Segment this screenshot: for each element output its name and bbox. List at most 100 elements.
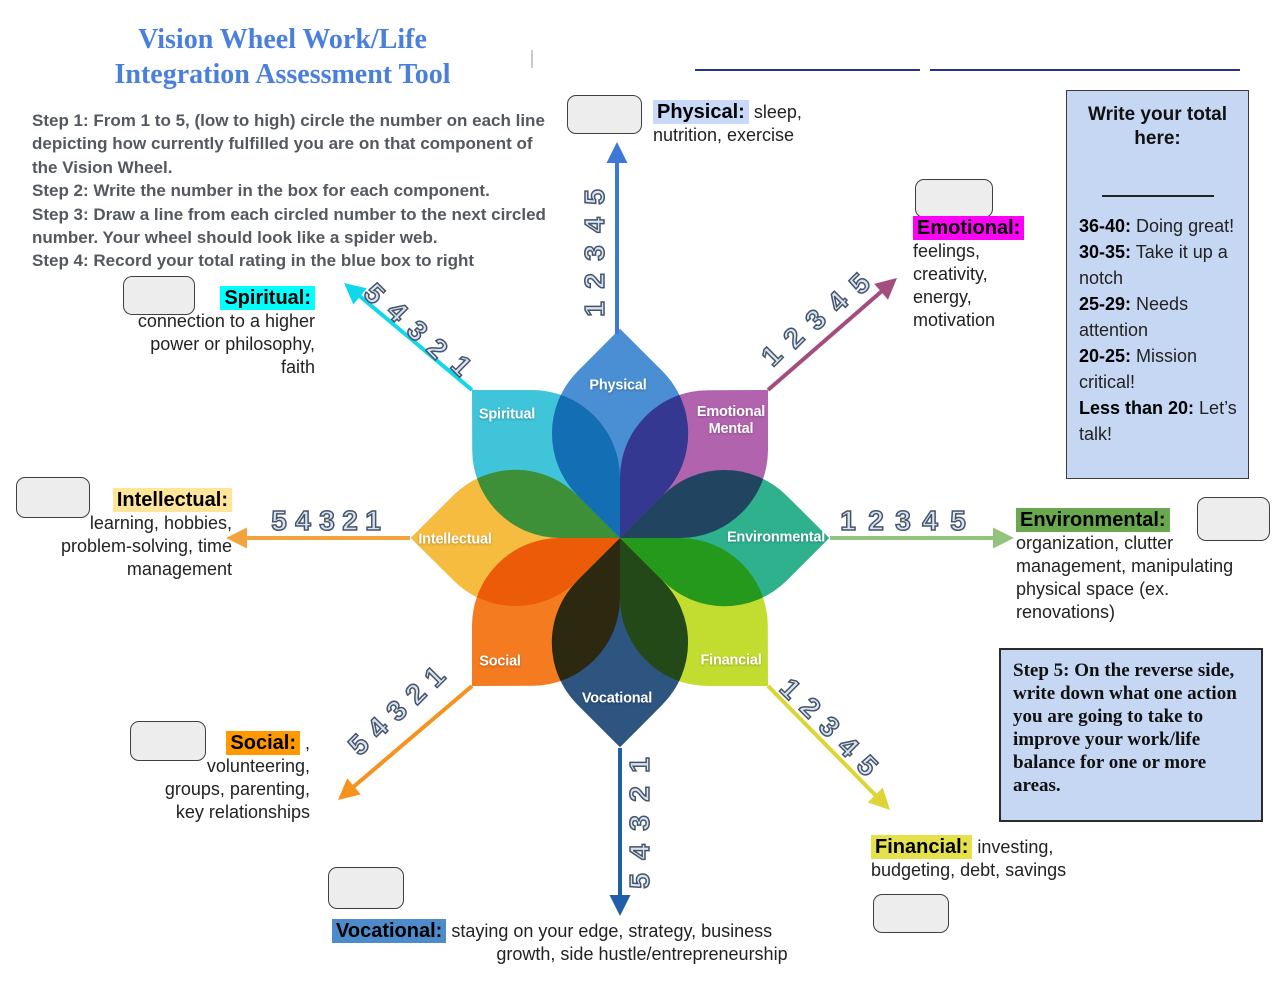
physical-rating-4[interactable]: 4	[578, 216, 611, 233]
physical-heading: Physical:	[653, 100, 749, 124]
environmental-rating-5[interactable]: 5	[949, 504, 966, 537]
vocational-answer-box[interactable]	[328, 867, 404, 909]
intellectual-rating-4[interactable]: 4	[294, 504, 311, 537]
page-title: Vision Wheel Work/Life Integration Asses…	[55, 22, 510, 92]
name-blank-line[interactable]	[695, 69, 920, 71]
score-box-heading: Write your total here:	[1088, 104, 1227, 149]
total-score-box: Write your total here: 36-40: Doing grea…	[1066, 90, 1249, 479]
vocational-heading: Vocational:	[332, 919, 447, 943]
spiritual-answer-box[interactable]	[123, 276, 195, 315]
social-answer-box[interactable]	[130, 721, 206, 761]
vocational-rating-5[interactable]: 5	[623, 872, 656, 889]
step-1-text: Step 1: From 1 to 5, (low to high) circl…	[32, 111, 545, 177]
financial-rating-1[interactable]: 1	[773, 671, 807, 706]
emotional-answer-box[interactable]	[915, 179, 993, 218]
score-range-item: 20-25: Mission critical!	[1079, 343, 1239, 395]
physical-rating-3[interactable]: 3	[578, 244, 611, 261]
vocational-rating-2[interactable]: 2	[623, 785, 656, 802]
financial-rating-2[interactable]: 2	[793, 690, 827, 725]
petal-label-financial: Financial	[700, 652, 762, 669]
environmental-rating-4[interactable]: 4	[921, 504, 938, 537]
financial-rating-4[interactable]: 4	[831, 729, 865, 764]
score-ranges-list: 36-40: Doing great!30-35: Take it up a n…	[1079, 213, 1239, 447]
intellectual-answer-box[interactable]	[16, 477, 90, 518]
petal-label-emotional-mental: Emotional Mental	[696, 404, 766, 437]
step-2-text: Step 2: Write the number in the box for …	[32, 181, 490, 201]
petal-label-spiritual: Spiritual	[478, 406, 536, 423]
emotional-rating-1[interactable]: 1	[754, 338, 789, 373]
step-4-text: Step 4: Record your total rating in the …	[32, 251, 475, 271]
date-blank-line[interactable]	[930, 69, 1240, 71]
vocational-label-block: Vocational: staying on your edge, strate…	[332, 919, 862, 943]
step-5-box: Step 5: On the reverse side, write down …	[999, 648, 1263, 822]
axis-arrowhead-emotional	[874, 278, 897, 300]
emotional-rating-3[interactable]: 3	[798, 302, 833, 337]
axis-arrowhead-social	[338, 778, 361, 800]
vocational-rating-3[interactable]: 3	[623, 814, 656, 831]
spiritual-rating-4[interactable]: 4	[380, 294, 414, 329]
page-title-line1: Vision Wheel Work/Life	[138, 24, 427, 55]
environmental-rating-3[interactable]: 3	[894, 504, 911, 537]
environmental-rating-1[interactable]: 1	[839, 504, 856, 537]
financial-desc: budgeting, debt, savings	[871, 860, 1067, 880]
spiritual-rating-1[interactable]: 1	[444, 348, 478, 383]
score-range-item: 30-35: Take it up a notch	[1079, 239, 1239, 291]
financial-answer-box[interactable]	[873, 894, 949, 933]
emotional-heading: Emotional:	[913, 216, 1025, 240]
score-range: 30-35:	[1079, 242, 1132, 262]
instructions: Step 1: From 1 to 5, (low to high) circl…	[32, 109, 548, 273]
axis-arrowhead-vocational	[609, 895, 631, 916]
petal-vocational	[551, 538, 689, 748]
financial-rating-3[interactable]: 3	[812, 709, 846, 744]
score-range: 25-29:	[1079, 294, 1132, 314]
environmental-answer-box[interactable]	[1197, 497, 1270, 541]
financial-rating-5[interactable]: 5	[850, 748, 884, 783]
page-title-line2: Integration Assessment Tool	[114, 59, 451, 90]
score-range-text: Mission critical!	[1079, 346, 1203, 392]
petal-label-environmental: Environmental	[726, 529, 826, 546]
physical-answer-box[interactable]	[567, 95, 642, 134]
score-range-item: 25-29: Needs attention	[1079, 291, 1239, 343]
environmental-heading: Environmental:	[1016, 508, 1170, 532]
score-range-item: Less than 20: Let’s talk!	[1079, 395, 1239, 447]
step-3-text: Step 3: Draw a line from each circled nu…	[32, 204, 546, 248]
vocational-rating-4[interactable]: 4	[623, 843, 656, 860]
score-range: 36-40:	[1079, 216, 1132, 236]
intellectual-rating-1[interactable]: 1	[364, 504, 381, 537]
spiritual-label-block: Spiritual:connection to a higher power o…	[83, 286, 315, 379]
vocational-rating-1[interactable]: 1	[623, 756, 656, 773]
emotional-rating-5[interactable]: 5	[842, 266, 877, 301]
physical-rating-5[interactable]: 5	[578, 188, 611, 205]
spiritual-heading: Spiritual:	[220, 286, 315, 310]
environmental-desc: organization, clutter management, manipu…	[1016, 533, 1234, 622]
physical-rating-1[interactable]: 1	[578, 300, 611, 317]
vocational-desc-line2: growth, side hustle/entrepreneurship	[496, 944, 788, 964]
financial-desc-inline: investing,	[972, 837, 1054, 857]
environmental-rating-2[interactable]: 2	[867, 504, 884, 537]
intellectual-rating-5[interactable]: 5	[270, 504, 287, 537]
axis-arrowhead-physical	[606, 142, 628, 163]
intellectual-rating-2[interactable]: 2	[341, 504, 358, 537]
social-rating-5[interactable]: 5	[341, 727, 376, 762]
step-5-text: Step 5: On the reverse side, write down …	[1013, 660, 1237, 796]
score-range-text: Take it up a notch	[1079, 242, 1233, 288]
emotional-label-block: Emotional:feelings, creativity, energy, …	[913, 216, 1083, 332]
social-desc: volunteering, groups, parenting, key rel…	[164, 756, 310, 822]
spiritual-rating-2[interactable]: 2	[420, 331, 454, 366]
total-blank-line[interactable]	[1101, 165, 1214, 197]
axis-arrowhead-financial	[867, 787, 890, 810]
divider-tick	[531, 50, 533, 68]
vocational-desc-inline: staying on your edge, strategy, business	[446, 921, 773, 941]
petal-label-physical: Physical	[589, 377, 647, 394]
physical-rating-2[interactable]: 2	[578, 272, 611, 289]
emotional-rating-4[interactable]: 4	[820, 284, 855, 319]
intellectual-label-block: Intellectual:learning, hobbies, problem-…	[26, 488, 232, 581]
score-range-text: Needs attention	[1079, 294, 1194, 340]
emotional-desc: feelings, creativity, energy, motivation	[913, 241, 996, 330]
score-range-text: Let’s talk!	[1079, 398, 1242, 444]
environmental-label-block: Environmental:organization, clutter mana…	[1016, 508, 1268, 624]
spiritual-rating-5[interactable]: 5	[357, 276, 391, 311]
intellectual-rating-3[interactable]: 3	[318, 504, 335, 537]
spiritual-rating-3[interactable]: 3	[400, 313, 434, 348]
emotional-rating-2[interactable]: 2	[776, 320, 811, 355]
